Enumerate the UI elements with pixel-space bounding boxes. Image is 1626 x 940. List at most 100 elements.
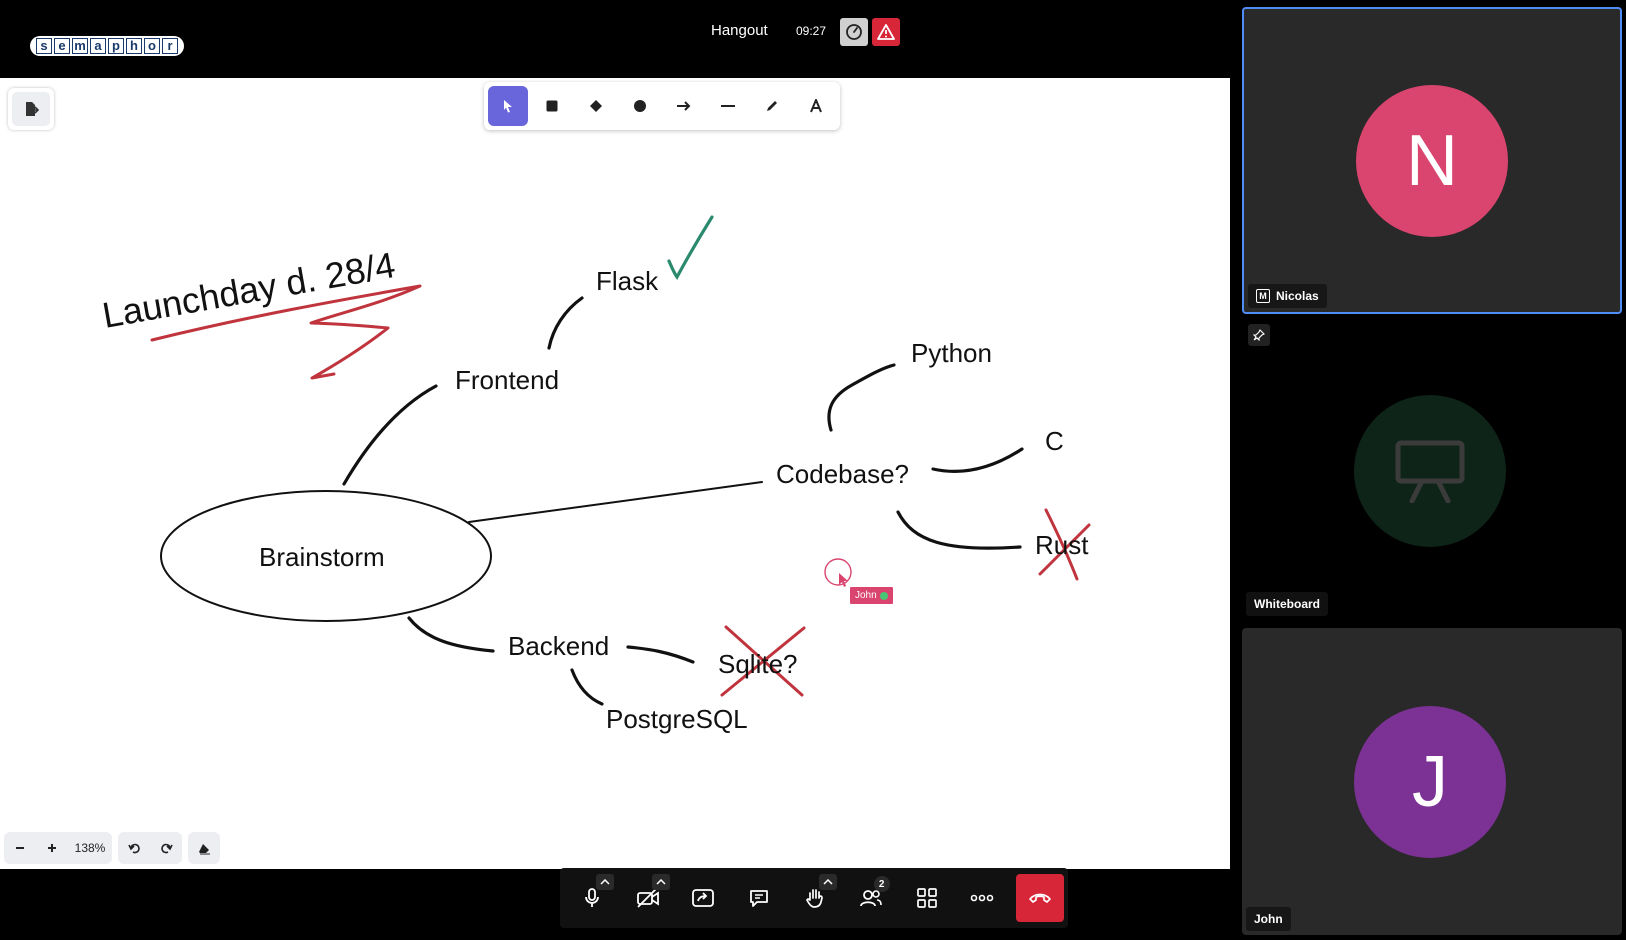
- connection-warning-button[interactable]: [872, 18, 900, 46]
- meeting-title: Hangout: [711, 22, 768, 39]
- flask-checkmark: [667, 215, 714, 280]
- sqlite-label: Sqlite?: [718, 649, 798, 679]
- rectangle-icon: [546, 100, 558, 112]
- pin-button[interactable]: [1248, 324, 1270, 346]
- arrow-right-icon: [677, 101, 691, 111]
- camera-off-icon: [636, 888, 659, 908]
- chat-bubble-icon: [750, 890, 769, 907]
- flask-label: Flask: [596, 266, 659, 296]
- undo-icon: [127, 843, 140, 853]
- eraser-button[interactable]: [188, 832, 220, 864]
- participant-tile-whiteboard[interactable]: Whiteboard: [1242, 318, 1622, 620]
- warning-triangle-icon: [877, 24, 895, 40]
- logo-letter: s: [36, 38, 52, 54]
- chat-button[interactable]: [731, 870, 787, 926]
- zoom-controls: 138%: [4, 832, 112, 864]
- eraser-icon: [198, 843, 210, 854]
- draw-tool[interactable]: [752, 86, 792, 126]
- participant-name: Whiteboard: [1254, 597, 1320, 611]
- gauge-icon: [846, 24, 862, 40]
- brainstorm-ellipse: [160, 490, 492, 622]
- logo-letter: m: [72, 38, 88, 54]
- presentation-board-icon: [1395, 440, 1465, 503]
- line-tool[interactable]: [708, 86, 748, 126]
- rust-label: Rust: [1035, 530, 1089, 560]
- call-controls-bar: 2: [560, 868, 1068, 928]
- rust-cross-stroke-1: [1044, 508, 1079, 581]
- logo-letter: r: [162, 38, 178, 54]
- chevron-up-icon: [823, 879, 833, 885]
- microphone-button[interactable]: [564, 870, 620, 926]
- arrow-tool[interactable]: [664, 86, 704, 126]
- launch-note-text: Launchday d. 28/4: [99, 244, 398, 336]
- leave-meeting-button[interactable]: [1016, 874, 1065, 922]
- connector-codebase-python: [827, 363, 896, 432]
- history-controls: [118, 832, 182, 864]
- c-label: C: [1045, 426, 1064, 456]
- text-tool[interactable]: [796, 86, 836, 126]
- participants-button[interactable]: 2: [843, 870, 899, 926]
- hand-icon: [805, 889, 823, 908]
- zoom-in-button[interactable]: [36, 832, 68, 864]
- pointer-icon: [504, 100, 512, 113]
- participant-name-tag: Whiteboard: [1246, 592, 1328, 616]
- connector-backend-sqlite: [626, 645, 695, 664]
- frontend-label: Frontend: [455, 365, 559, 395]
- backend-label: Backend: [508, 631, 609, 661]
- diamond-tool[interactable]: [576, 86, 616, 126]
- camera-button[interactable]: [620, 870, 676, 926]
- line-icon: [721, 105, 735, 107]
- drawing-toolbar: [484, 82, 840, 130]
- redo-icon: [160, 843, 173, 853]
- video-settings-caret[interactable]: [651, 874, 670, 890]
- brainstorm-label: Brainstorm: [259, 542, 385, 572]
- avatar: [1354, 395, 1506, 547]
- ellipse-tool[interactable]: [620, 86, 660, 126]
- tile-view-button[interactable]: [899, 870, 955, 926]
- hang-up-icon: [1029, 893, 1052, 903]
- rectangle-tool[interactable]: [532, 86, 572, 126]
- redo-button[interactable]: [150, 832, 182, 864]
- participant-name-tag: M Nicolas: [1248, 284, 1327, 308]
- chevron-up-icon: [600, 879, 610, 885]
- zoom-out-button[interactable]: [4, 832, 36, 864]
- screen-share-button[interactable]: [676, 870, 732, 926]
- performance-settings-button[interactable]: [840, 18, 868, 46]
- connector-brainstorm-frontend: [342, 384, 438, 486]
- more-dots-icon: [971, 894, 994, 902]
- more-options-button[interactable]: [954, 870, 1010, 926]
- participant-tile-john[interactable]: J John: [1242, 628, 1622, 935]
- moderator-badge-icon: M: [1256, 289, 1270, 303]
- reactions-caret[interactable]: [818, 874, 837, 890]
- connector-codebase-c: [931, 447, 1024, 473]
- logo-letter: h: [126, 38, 142, 54]
- participant-tile-nicolas[interactable]: N M Nicolas: [1242, 7, 1622, 314]
- whiteboard-canvas[interactable]: Launchday d. 28/4 Brainstorm Frontend Fl…: [0, 78, 1230, 869]
- participant-name: John: [1254, 912, 1283, 926]
- connector-frontend-flask: [547, 296, 584, 350]
- chevron-up-icon: [656, 879, 666, 885]
- collaborator-name: John: [855, 590, 877, 601]
- plus-icon: [48, 844, 56, 852]
- logo-letter: p: [108, 38, 124, 54]
- side-panel-button[interactable]: [8, 88, 54, 130]
- collaborator-cursor: [824, 558, 852, 587]
- participant-name-tag: John: [1246, 907, 1291, 931]
- connector-codebase-rust: [896, 510, 1022, 550]
- whiteboard-drawing[interactable]: Launchday d. 28/4 Brainstorm Frontend Fl…: [0, 78, 1230, 869]
- undo-button[interactable]: [118, 832, 150, 864]
- text-a-icon: [810, 99, 822, 113]
- zoom-level[interactable]: 138%: [74, 841, 106, 855]
- select-tool[interactable]: [488, 86, 528, 126]
- raise-hand-button[interactable]: [787, 870, 843, 926]
- logo-letter: o: [144, 38, 160, 54]
- audio-settings-caret[interactable]: [595, 874, 614, 890]
- collaborator-name-tag: John: [849, 586, 894, 605]
- participants-icon: [859, 890, 882, 907]
- canvas-bottom-controls: 138%: [4, 832, 220, 864]
- export-file-icon: [26, 102, 39, 116]
- python-label: Python: [911, 338, 992, 368]
- pencil-icon: [767, 101, 777, 111]
